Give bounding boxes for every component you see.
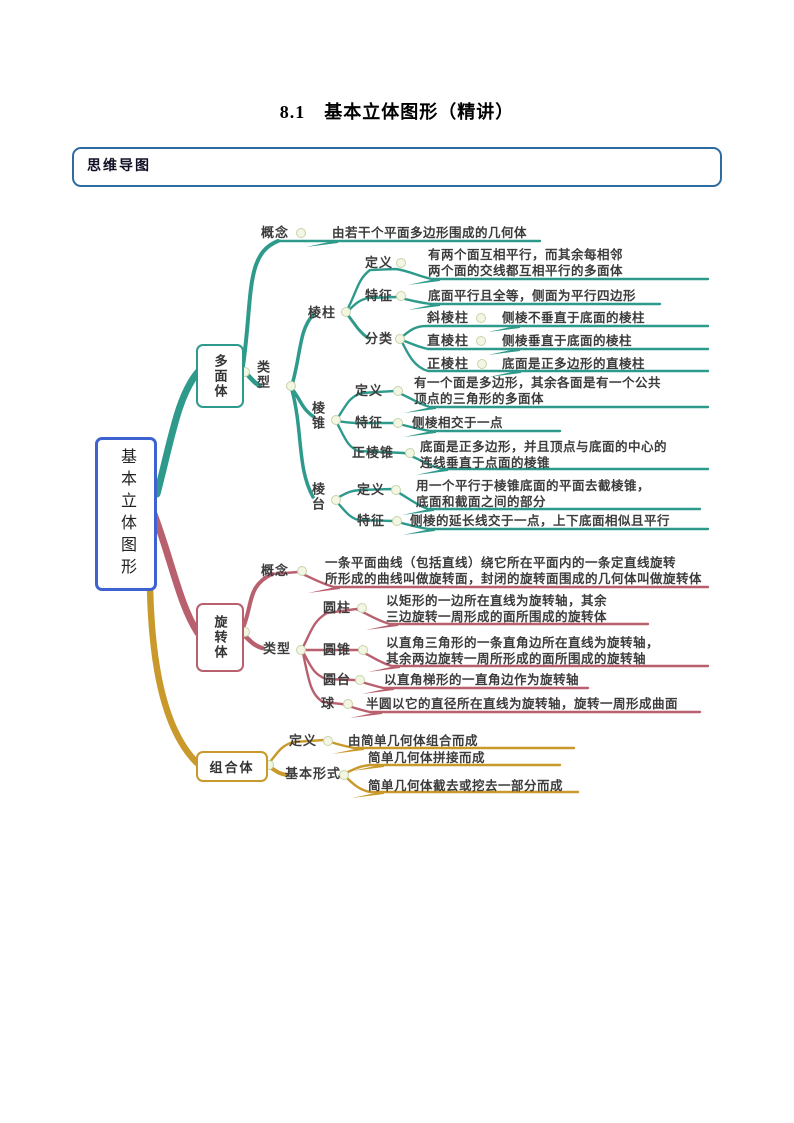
rev-concept-text: 一条平面曲线（包括直线）绕它所在平面内的一条定直线旋转 所形成的曲线叫做旋转面，… [325, 556, 703, 586]
cylinder-text: 以矩形的一边所在直线为旋转轴，其余 三边旋转一周形成的面所围成的旋转体 [386, 594, 608, 624]
pyramid-feat-text: 侧棱相交于一点 [412, 416, 504, 430]
oblique-prism-text: 侧棱不垂直于底面的棱柱 [502, 311, 646, 325]
frustum-feat-text: 侧棱的延长线交于一点，上下底面相似且平行 [410, 514, 671, 528]
pyramid-def-label: 定义 [355, 383, 384, 398]
regular-pyramid-text: 底面是正多边形，并且顶点与底面的中心的 连线垂直于点面的棱锥 [420, 440, 668, 470]
sphere-label: 球 [321, 696, 336, 711]
regular-pyramid-label: 正棱锥 [352, 445, 395, 460]
comp-def-text: 由简单几何体组合而成 [348, 734, 479, 748]
prism-def-label: 定义 [365, 255, 394, 270]
poly-concept-label: 概念 [261, 225, 290, 240]
prism-class-label: 分类 [365, 331, 394, 346]
rev-type-label: 类型 [263, 641, 292, 656]
pyramid-label: 棱锥 [310, 401, 325, 431]
frustum-label: 棱台 [310, 482, 325, 512]
root-node: 基本立体图形 [95, 437, 157, 591]
prism-label: 棱柱 [308, 305, 337, 320]
composite-node: 组合体 [196, 751, 268, 782]
oblique-prism-label: 斜棱柱 [427, 310, 470, 325]
regular-prism-text: 底面是正多边形的直棱柱 [502, 357, 646, 371]
revolution-node: 旋转体 [196, 603, 244, 672]
section-box: 思维导图 [72, 147, 722, 187]
comp-form1-text: 简单几何体拼接而成 [368, 751, 486, 765]
comp-form2-text: 简单几何体截去或挖去一部分而成 [368, 779, 564, 793]
cylinder-label: 圆柱 [323, 600, 352, 615]
pyramid-def-text: 有一个面是多边形，其余各面是有一个公共 顶点的三角形的多面体 [414, 376, 662, 406]
poly-concept-text: 由若干个平面多边形围成的几何体 [332, 226, 528, 240]
frustum-def-text: 用一个平行于棱锥底面的平面去截棱锥， 底面和截面之间的部分 [416, 479, 651, 509]
pyramid-feat-label: 特征 [355, 415, 384, 430]
cone-frustum-text: 以直角梯形的一直角边作为旋转轴 [384, 673, 580, 687]
prism-def-text: 有两个面互相平行，而其余每相邻 两个面的交线都互相平行的多面体 [428, 248, 624, 278]
right-prism-label: 直棱柱 [427, 333, 470, 348]
frustum-def-label: 定义 [357, 482, 386, 497]
regular-prism-label: 正棱柱 [427, 356, 470, 371]
revolution-branch-arrows [308, 586, 400, 718]
prism-feat-text: 底面平行且全等，侧面为平行四边形 [428, 289, 637, 303]
composite-branch-arrows [332, 747, 384, 798]
prism-feat-label: 特征 [365, 288, 394, 303]
rev-concept-label: 概念 [261, 563, 290, 578]
polyhedron-node: 多面体 [196, 344, 244, 408]
cone-text: 以直角三角形的一条直角边所在直线为旋转轴， 其余两边旋转一周所形成的面所围成的旋… [386, 636, 660, 666]
page-title: 8.1 基本立体图形（精讲） [279, 102, 515, 122]
section-label: 思维导图 [87, 159, 151, 174]
poly-type-label: 类型 [255, 360, 270, 390]
frustum-feat-label: 特征 [357, 513, 386, 528]
comp-form-label: 基本形式 [285, 766, 342, 781]
comp-def-label: 定义 [289, 733, 318, 748]
polyhedron-branch-lines [153, 239, 710, 531]
right-prism-text: 侧棱垂直于底面的棱柱 [502, 334, 633, 348]
cone-frustum-label: 圆台 [323, 672, 352, 687]
cone-label: 圆锥 [323, 642, 352, 657]
sphere-text: 半圆以它的直径所在直线为旋转轴，旋转一周形成曲面 [366, 697, 679, 711]
polyhedron-branch-arrows [306, 240, 521, 535]
